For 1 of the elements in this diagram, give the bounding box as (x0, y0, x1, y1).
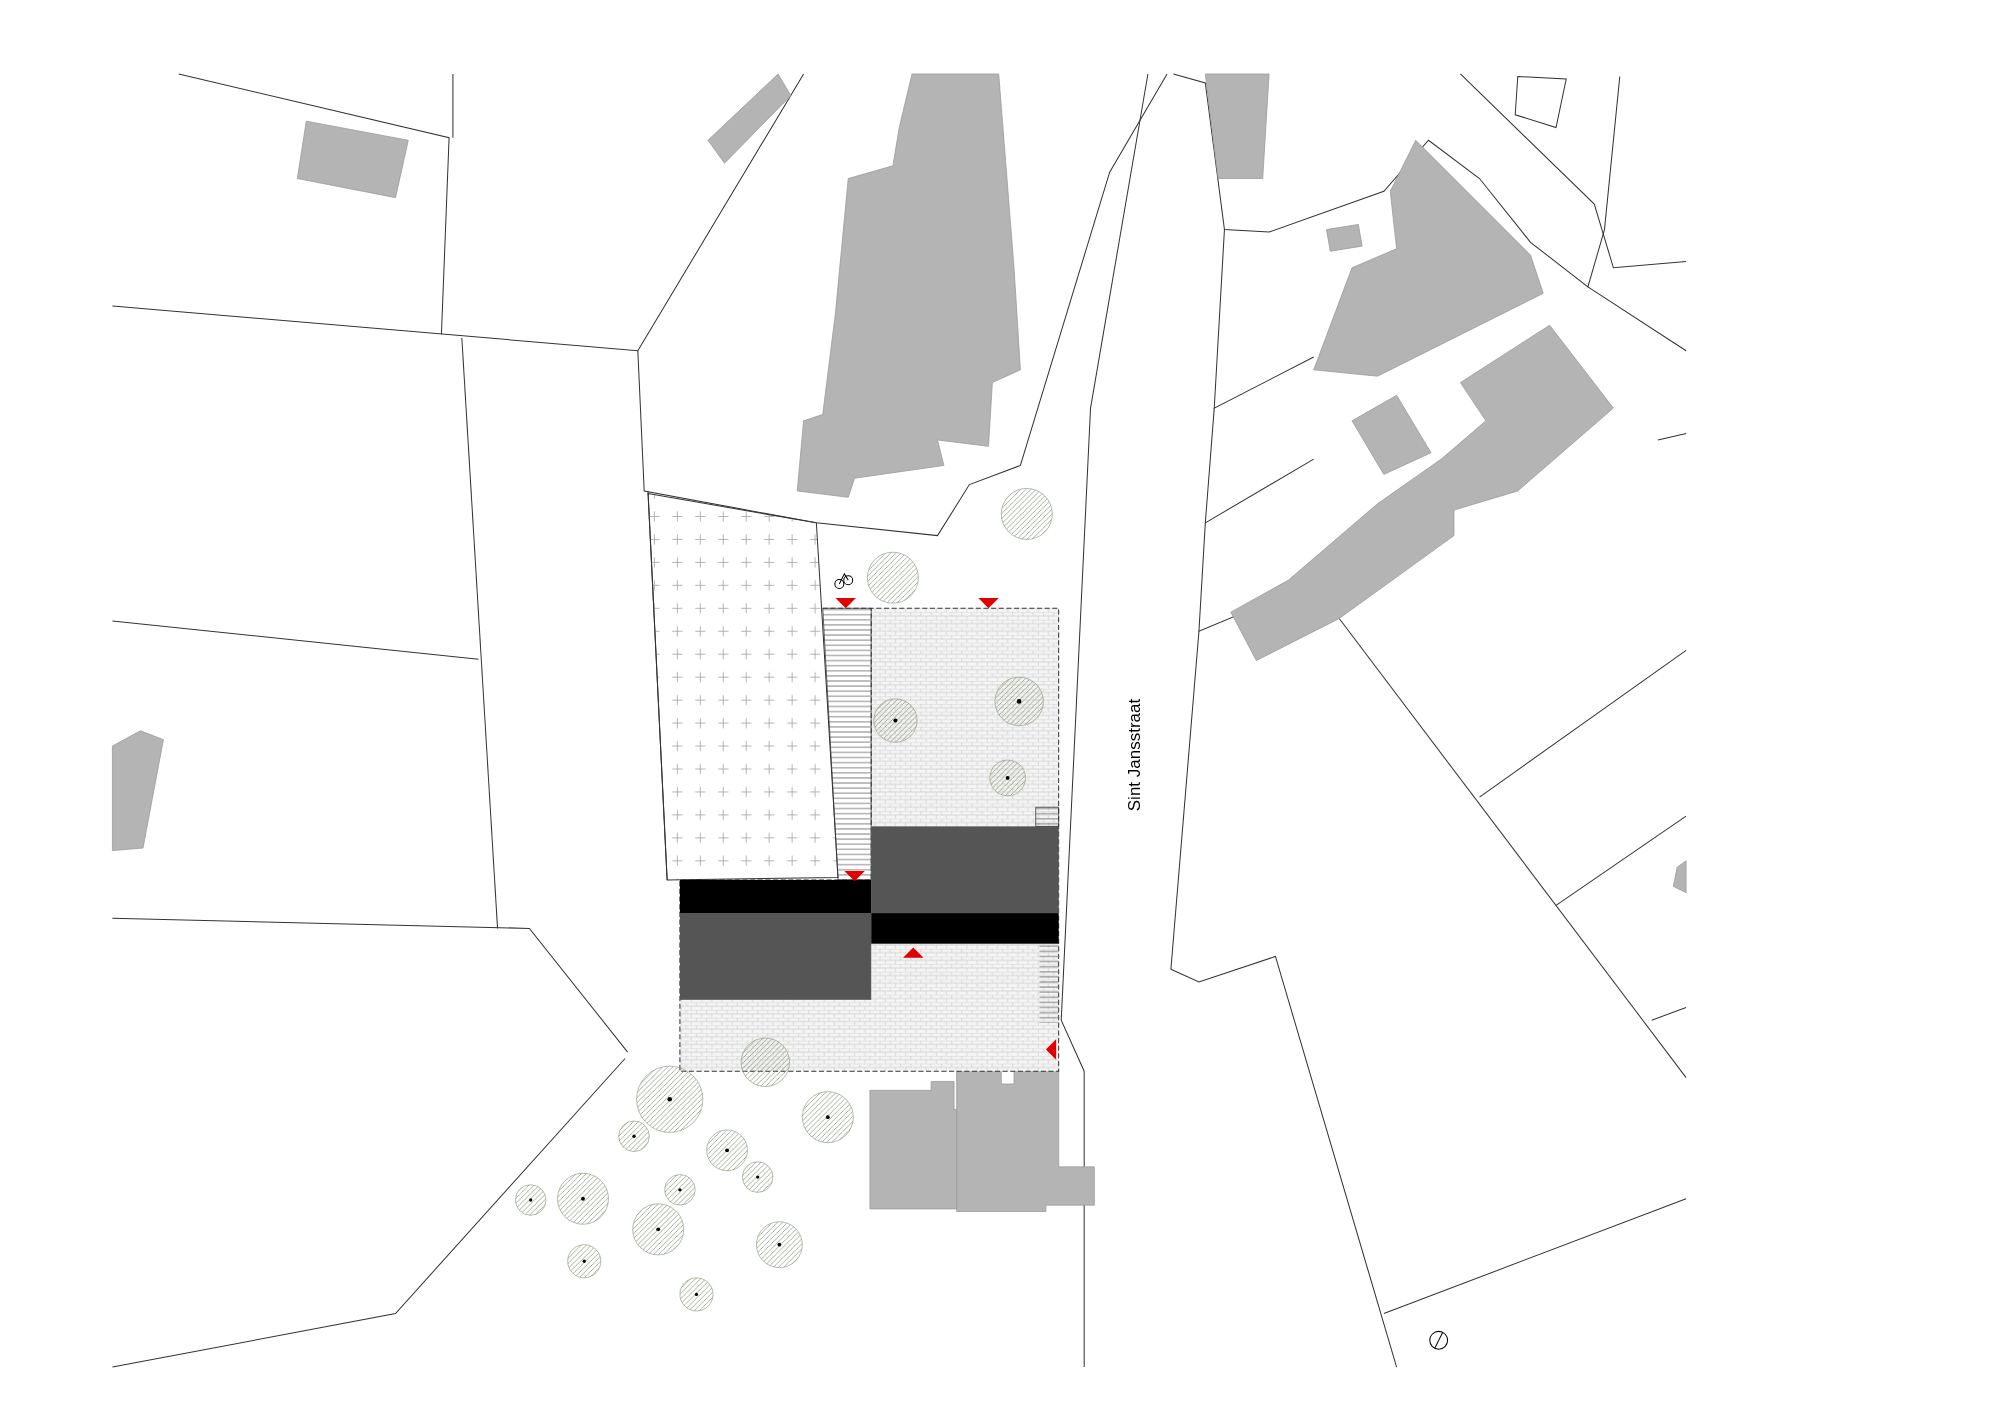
street-name: Sint Jansstraat (1125, 698, 1146, 812)
